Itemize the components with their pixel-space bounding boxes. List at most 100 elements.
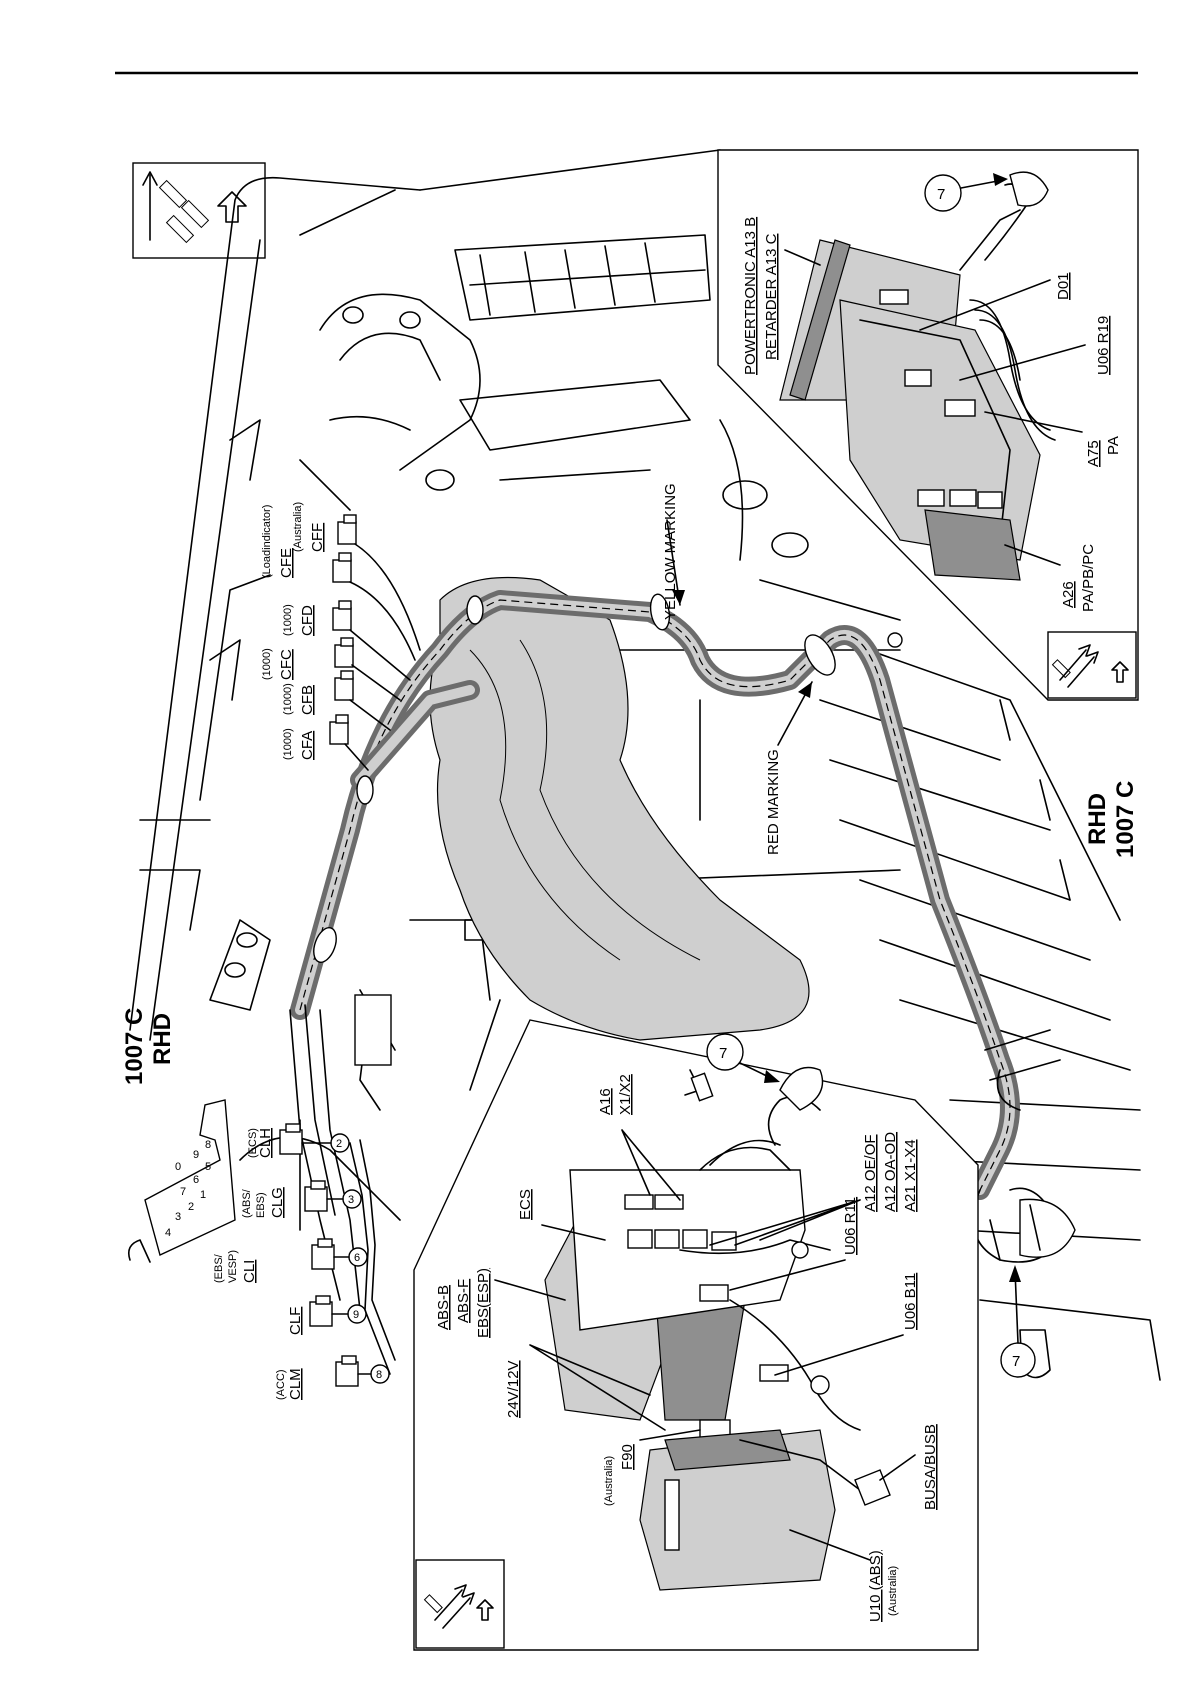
inset-powertronic: 7 POWERTRONIC A13 B RETARDER A13 C D01 U…: [717, 149, 1139, 701]
cli-note-2: VESP): [227, 1250, 239, 1283]
title-variant-left: RHD: [149, 1013, 176, 1065]
f90-label: F90: [619, 1444, 636, 1470]
clg-note-1: (ABS/: [241, 1188, 253, 1218]
clf-label: CLF: [287, 1307, 304, 1335]
left-connector-group: 8 (ACC) CLM 9 CLF 6 (EBS/ VESP) CLI: [213, 1123, 396, 1400]
ref-7-bottom-label: 7: [1012, 1353, 1020, 1370]
clh-note: (ECS): [247, 1128, 259, 1158]
title-code-right: 1007 C: [1112, 781, 1139, 858]
a12-oa-label: A12 OA-OD: [882, 1132, 899, 1212]
cfa-label: CFA: [299, 731, 316, 760]
connector-cfb: (1000) CFB: [282, 670, 391, 731]
u06-r19-label: U06 R19: [1095, 316, 1112, 375]
fuse-num-7: 7: [180, 1186, 186, 1198]
retarder-label: RETARDER A13 C: [763, 233, 780, 360]
clm-label: CLM: [287, 1368, 304, 1400]
connector-cli: 6 (EBS/ VESP) CLI: [213, 1238, 368, 1283]
pin-6: 6: [354, 1252, 360, 1264]
abs-f-label: ABS-F: [455, 1279, 472, 1323]
cli-note-1: (EBS/: [213, 1253, 225, 1283]
cfa-note: (1000): [282, 728, 294, 760]
u10-note: (Australia): [887, 1566, 899, 1616]
fuse-num-2: 2: [188, 1201, 194, 1213]
ref-7-bottom: 7: [1000, 1265, 1036, 1378]
u06-r11-label: U06 R11: [842, 1197, 859, 1255]
main-harness: [289, 590, 1076, 1311]
u06-b11-label: U06 B11: [902, 1273, 919, 1330]
a16-label: A16: [597, 1088, 614, 1115]
title-block-right: RHD 1007 C: [1084, 781, 1139, 858]
red-marking-callout: RED MARKING: [765, 681, 813, 855]
inset-ecs-abs: 7 A16 X1/X2 ECS ABS-B ABS-F EBS(ESP) 24V…: [413, 1019, 979, 1651]
yellow-marking-callout: YELLOW MARKING: [662, 483, 685, 620]
u10-label: U10 (ABS): [867, 1550, 884, 1622]
orientation-icon: [132, 162, 266, 259]
a21-label: A21 X1-X4: [902, 1139, 919, 1212]
pin-2: 2: [336, 1138, 342, 1150]
connector-clg: 3 (ABS/ EBS) CLG: [241, 1180, 362, 1218]
connector-clm: 8 (ACC) CLM: [275, 1355, 390, 1400]
title-variant-right: RHD: [1084, 793, 1111, 845]
abs-b-label: ABS-B: [435, 1285, 452, 1330]
ref-7-inset-label: 7: [719, 1045, 727, 1062]
clg-label: CLG: [269, 1187, 286, 1218]
cff-note: (Australia): [292, 502, 304, 552]
cli-label: CLI: [241, 1260, 258, 1283]
clg-note-2: EBS): [255, 1192, 267, 1218]
connector-cfe: (Loadindicator) CFE: [261, 505, 416, 661]
title-block-left: 1007 C RHD: [121, 1008, 176, 1085]
fuse-num-6: 6: [193, 1174, 199, 1186]
connector-cff: (Australia) CFF: [292, 502, 421, 651]
f90-note: (Australia): [603, 1456, 615, 1506]
clh-label: CLH: [257, 1128, 274, 1158]
clm-note: (ACC): [275, 1369, 287, 1400]
cfd-label: CFD: [299, 605, 316, 636]
connector-cfc: (1000) CFC: [261, 637, 401, 701]
fuse-num-1: 1: [200, 1189, 206, 1201]
powertronic-label: POWERTRONIC A13 B: [742, 217, 759, 375]
connector-clh: 2 (ECS) CLH: [247, 1123, 350, 1158]
fuse-num-8: 8: [205, 1139, 211, 1151]
cfb-note: (1000): [282, 683, 294, 715]
fuse-num-4: 4: [165, 1227, 171, 1239]
pin-8: 8: [376, 1369, 382, 1381]
cfd-note: (1000): [282, 604, 294, 636]
red-marking-label: RED MARKING: [765, 749, 782, 855]
a12-oe-label: A12 OE/OF: [862, 1134, 879, 1212]
cfe-note: (Loadindicator): [261, 505, 273, 578]
connector-cfa: (1000) CFA: [282, 714, 369, 771]
cfb-label: CFB: [299, 685, 316, 715]
fuse-num-9: 9: [193, 1149, 199, 1161]
connector-cfd: (1000) CFD: [282, 600, 411, 681]
cff-label: CFF: [309, 523, 326, 552]
chassis-line-art: [129, 149, 1161, 1381]
fuse-num-5: 5: [205, 1161, 211, 1173]
pin-9: 9: [353, 1309, 359, 1321]
cfe-label: CFE: [278, 548, 295, 578]
harness-ties: [313, 593, 903, 963]
fuse-num-3: 3: [175, 1211, 181, 1223]
a26-label: A26: [1060, 581, 1077, 608]
inset-bottom-orientation-icon: [415, 1559, 505, 1649]
cfc-note: (1000): [261, 648, 273, 680]
ref-7-top-label: 7: [937, 186, 945, 203]
ebs-esp-label: EBS(ESP): [475, 1268, 492, 1338]
a16-conn-label: X1/X2: [617, 1074, 634, 1115]
d01-label: D01: [1055, 272, 1072, 300]
cfc-label: CFC: [278, 649, 295, 680]
a75-label: A75: [1085, 440, 1102, 467]
a75-variant-label: PA: [1105, 436, 1122, 455]
yellow-marking-label: YELLOW MARKING: [662, 483, 679, 620]
title-code-left: 1007 C: [121, 1008, 148, 1085]
ecs-label: ECS: [517, 1189, 534, 1220]
busa-busb-label: BUSA/BUSB: [922, 1424, 939, 1510]
shaded-tunnel: [429, 576, 810, 1041]
pin-3: 3: [348, 1194, 354, 1206]
fuse-num-0: 0: [175, 1161, 181, 1173]
v24-12-label: 24V/12V: [505, 1360, 522, 1418]
inset-top-orientation-icon: [1047, 631, 1137, 699]
a26-variant-label: PA/PB/PC: [1080, 544, 1097, 612]
connector-clf: 9 CLF: [287, 1295, 367, 1335]
fuse-plate: 4 3 2 1 7 6 5 0 9 8: [127, 1099, 236, 1263]
